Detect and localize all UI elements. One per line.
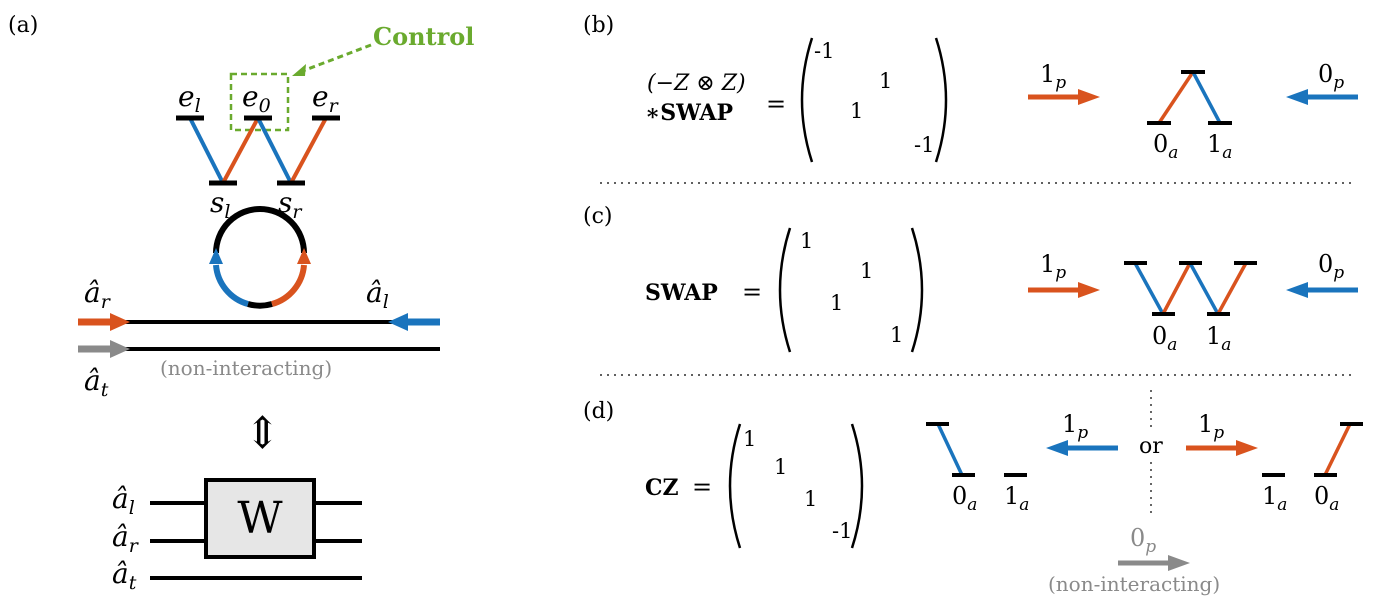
panel-d-bottom-photon: 0p: [1130, 524, 1156, 557]
control-box: [229, 72, 290, 132]
panel-b-transition-1a: [1191, 71, 1222, 124]
panel-b-left-arrow-head: [1078, 89, 1100, 105]
panel-d-right-photon: 1p: [1198, 410, 1224, 443]
matrix-b-entry-44: -1: [914, 133, 934, 157]
panel-a: (a) Control el e0 er sl sr: [8, 13, 474, 594]
matrix-b-entry-11: -1: [814, 39, 834, 63]
panel-c-transition-3: [1188, 262, 1220, 315]
panel-a-label: (a): [8, 13, 38, 38]
matrix-c-entry-44: 1: [890, 323, 903, 347]
matrix-c-entry-11: 1: [800, 229, 813, 253]
panel-b-state-1a: 1a: [1207, 130, 1232, 163]
matrix-b-right-paren: [934, 37, 948, 163]
control-label: Control: [373, 22, 474, 51]
gate-w-label: W: [237, 493, 283, 544]
control-pointer-head: [292, 64, 306, 76]
matrix-b-left-paren: [800, 37, 814, 163]
panel-c-left-arrow-head: [1078, 282, 1100, 298]
panel-b-gate: ∗SWAP: [645, 100, 733, 126]
ring-left-blue: [213, 264, 249, 307]
gate-w-box: [204, 478, 316, 559]
transition-sl-e0: [221, 117, 260, 184]
matrix-d-entry-44: -1: [832, 519, 852, 543]
circuit-input-at: ât: [112, 557, 137, 594]
panel-c-left-photon: 1p: [1040, 250, 1066, 283]
level-el-label: el: [178, 80, 201, 117]
panel-c-right-photon: 0p: [1318, 250, 1344, 283]
transition-sr-er: [289, 117, 328, 184]
control-pointer-line: [299, 43, 372, 74]
matrix-c-entry-32: 1: [830, 291, 843, 315]
level-sr-label: sr: [278, 186, 303, 223]
panel-d-bottom-arrow-head: [1168, 555, 1190, 571]
matrix-c-entry-23: 1: [860, 259, 873, 283]
circuit-input-al: âl: [112, 482, 135, 519]
panel-c-state-0a: 0a: [1152, 322, 1177, 355]
input-arrow-al-head: [388, 313, 408, 331]
panel-c-equals: =: [742, 278, 762, 306]
matrix-d-entry-11: 1: [743, 427, 756, 451]
panel-b: (b) (−Z ⊗ Z) ∗SWAP = -1 1 1 -1 1p 0p 0a …: [583, 13, 1358, 163]
panel-b-prefix: (−Z ⊗ Z): [647, 71, 746, 96]
panel-c-state-1a: 1a: [1206, 322, 1231, 355]
matrix-c-right-paren: [910, 227, 924, 353]
equivalence-arrow: ⇕: [244, 408, 281, 459]
panel-b-left-photon: 1p: [1040, 60, 1066, 93]
ring-right-orange: [271, 264, 307, 307]
panel-d-right-transition: [1323, 423, 1352, 476]
panel-b-right-photon: 0p: [1318, 60, 1344, 93]
panel-d-left-state-1a: 1a: [1004, 482, 1029, 515]
ring-bottom-black: [247, 301, 273, 309]
panel-d-right-state-0a: 0a: [1314, 482, 1339, 515]
panel-d-right-arrow-head: [1236, 440, 1258, 456]
panel-c-transition-4: [1216, 262, 1248, 315]
panel-d-label: (d): [583, 399, 614, 424]
panel-d-left-arrow-head: [1046, 440, 1068, 456]
matrix-d-entry-33: 1: [804, 487, 817, 511]
panel-b-transition-0a: [1157, 71, 1195, 124]
panel-d-left-state-0a: 0a: [952, 482, 977, 515]
panel-b-state-0a: 0a: [1153, 130, 1178, 163]
panel-c-transition-1: [1133, 262, 1165, 315]
matrix-c-left-paren: [778, 227, 792, 353]
ring-top-black: [213, 206, 307, 254]
matrix-d-entry-22: 1: [774, 455, 787, 479]
matrix-b-entry-32: 1: [850, 99, 863, 123]
ring-arrow-orange: [297, 248, 311, 264]
ring-arrow-blue: [209, 248, 223, 264]
panel-b-equals: =: [766, 90, 786, 118]
panel-d-left-photon: 1p: [1062, 410, 1088, 443]
ar-label: âr: [84, 276, 112, 313]
al-label: âl: [366, 276, 389, 313]
panel-d-right-state-1a: 1a: [1262, 482, 1287, 515]
transition-e0-sr: [256, 117, 293, 184]
panel-d-left-transition: [936, 423, 964, 476]
level-er-label: er: [312, 80, 340, 117]
panel-c: (c) SWAP = 1 1 1 1 1p 0p 0a 1a: [583, 204, 1358, 355]
panel-c-label: (c): [583, 204, 613, 229]
panel-c-transition-2: [1161, 262, 1192, 315]
transition-el-sl: [188, 117, 225, 184]
level-e0-label: e0: [242, 80, 271, 117]
input-arrow-ar-head: [110, 313, 130, 331]
at-label: ât: [84, 364, 109, 401]
non-interacting-label-d: (non-interacting): [1048, 572, 1220, 596]
panel-d-equals: =: [692, 473, 712, 501]
panel-d-gate: CZ: [645, 475, 679, 501]
panel-b-right-arrow-head: [1286, 89, 1308, 105]
matrix-d-right-paren: [850, 423, 864, 549]
panel-b-label: (b): [583, 13, 614, 38]
panel-c-right-arrow-head: [1286, 282, 1308, 298]
level-sl-label: sl: [210, 186, 230, 223]
matrix-d-left-paren: [728, 423, 742, 549]
circuit-input-ar: âr: [112, 520, 140, 557]
input-arrow-at-head: [110, 340, 130, 358]
panel-d: (d) CZ = 1 1 1 -1 0a 1a 1p or 1p 1a 0a 0…: [583, 390, 1363, 596]
non-interacting-label-a: (non-interacting): [160, 356, 332, 380]
panel-c-gate: SWAP: [645, 280, 718, 306]
matrix-b-entry-23: 1: [879, 69, 892, 93]
panel-d-or: or: [1139, 434, 1163, 459]
